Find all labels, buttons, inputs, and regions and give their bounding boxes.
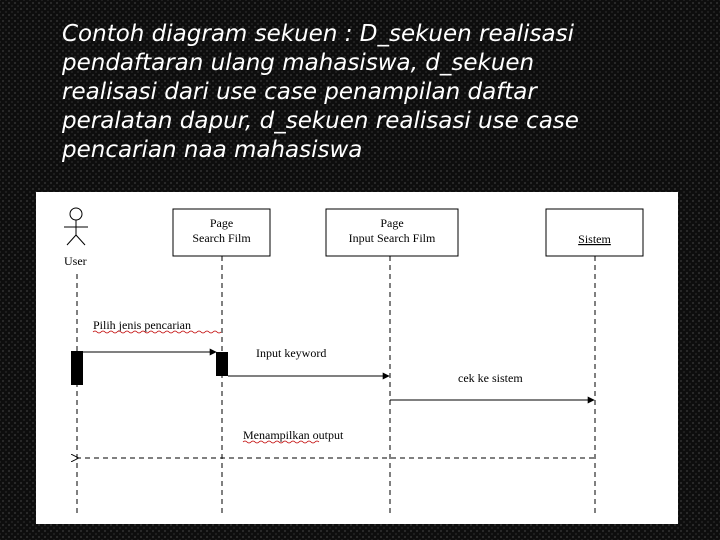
slide-title-line: peralatan dapur, d_sekuen realisasi use … [62,108,579,134]
object-box [325,208,459,257]
message-cek-ke-sistem: cek ke sistem [390,371,595,404]
object-label: Input Search Film [349,231,436,245]
object-label: Page [380,216,403,230]
slide-title-line: pencarian naa mahasiswa [62,137,363,163]
slide-title-line: Contoh diagram sekuen : D_sekuen realisa… [62,21,574,47]
message-label: Input keyword [256,346,326,360]
object-sistem: Sistem [545,208,644,257]
user-actor: User [64,207,88,268]
actor-head [69,207,83,221]
actor-right-leg [75,234,86,246]
object-label: Page [210,216,233,230]
message-label-underlined: Menampilkan [243,428,310,442]
object-box [545,208,644,257]
object-box [172,208,271,257]
page-search-film-activation-bar [216,352,228,376]
spellcheck-squiggle [92,330,222,334]
message-label-rest: output [310,428,344,442]
actor-label: User [64,254,87,268]
message-label: cek ke sistem [458,371,523,385]
object-page-input-search-film: Page Input Search Film [325,208,459,257]
message-input-keyword: Input keyword [228,346,390,380]
user-activation-bar [71,351,83,385]
object-page-search-film: Page Search Film [172,208,271,257]
message-label: Pilih jenis pencarian [93,318,191,332]
message-label: Menampilkan output [243,428,344,442]
message-menampilkan-output: Menampilkan output [78,428,594,458]
sequence-diagram: User Page Search Film Page Input Search … [64,207,644,517]
slide-title-line: realisasi dari use case penampilan dafta… [62,79,537,105]
actor-left-leg [66,234,77,246]
object-label: Sistem [578,232,611,246]
object-label: Search Film [192,231,251,245]
slide-title: Contoh diagram sekuen : D_sekuen realisa… [62,20,692,165]
sequence-diagram-panel: User Page Search Film Page Input Search … [36,192,678,524]
slide-title-line: pendaftaran ulang mahasiswa, d_sekuen [62,50,535,76]
message-pilih-jenis-pencarian: Pilih jenis pencarian [83,318,222,356]
spellcheck-squiggle [242,440,320,444]
